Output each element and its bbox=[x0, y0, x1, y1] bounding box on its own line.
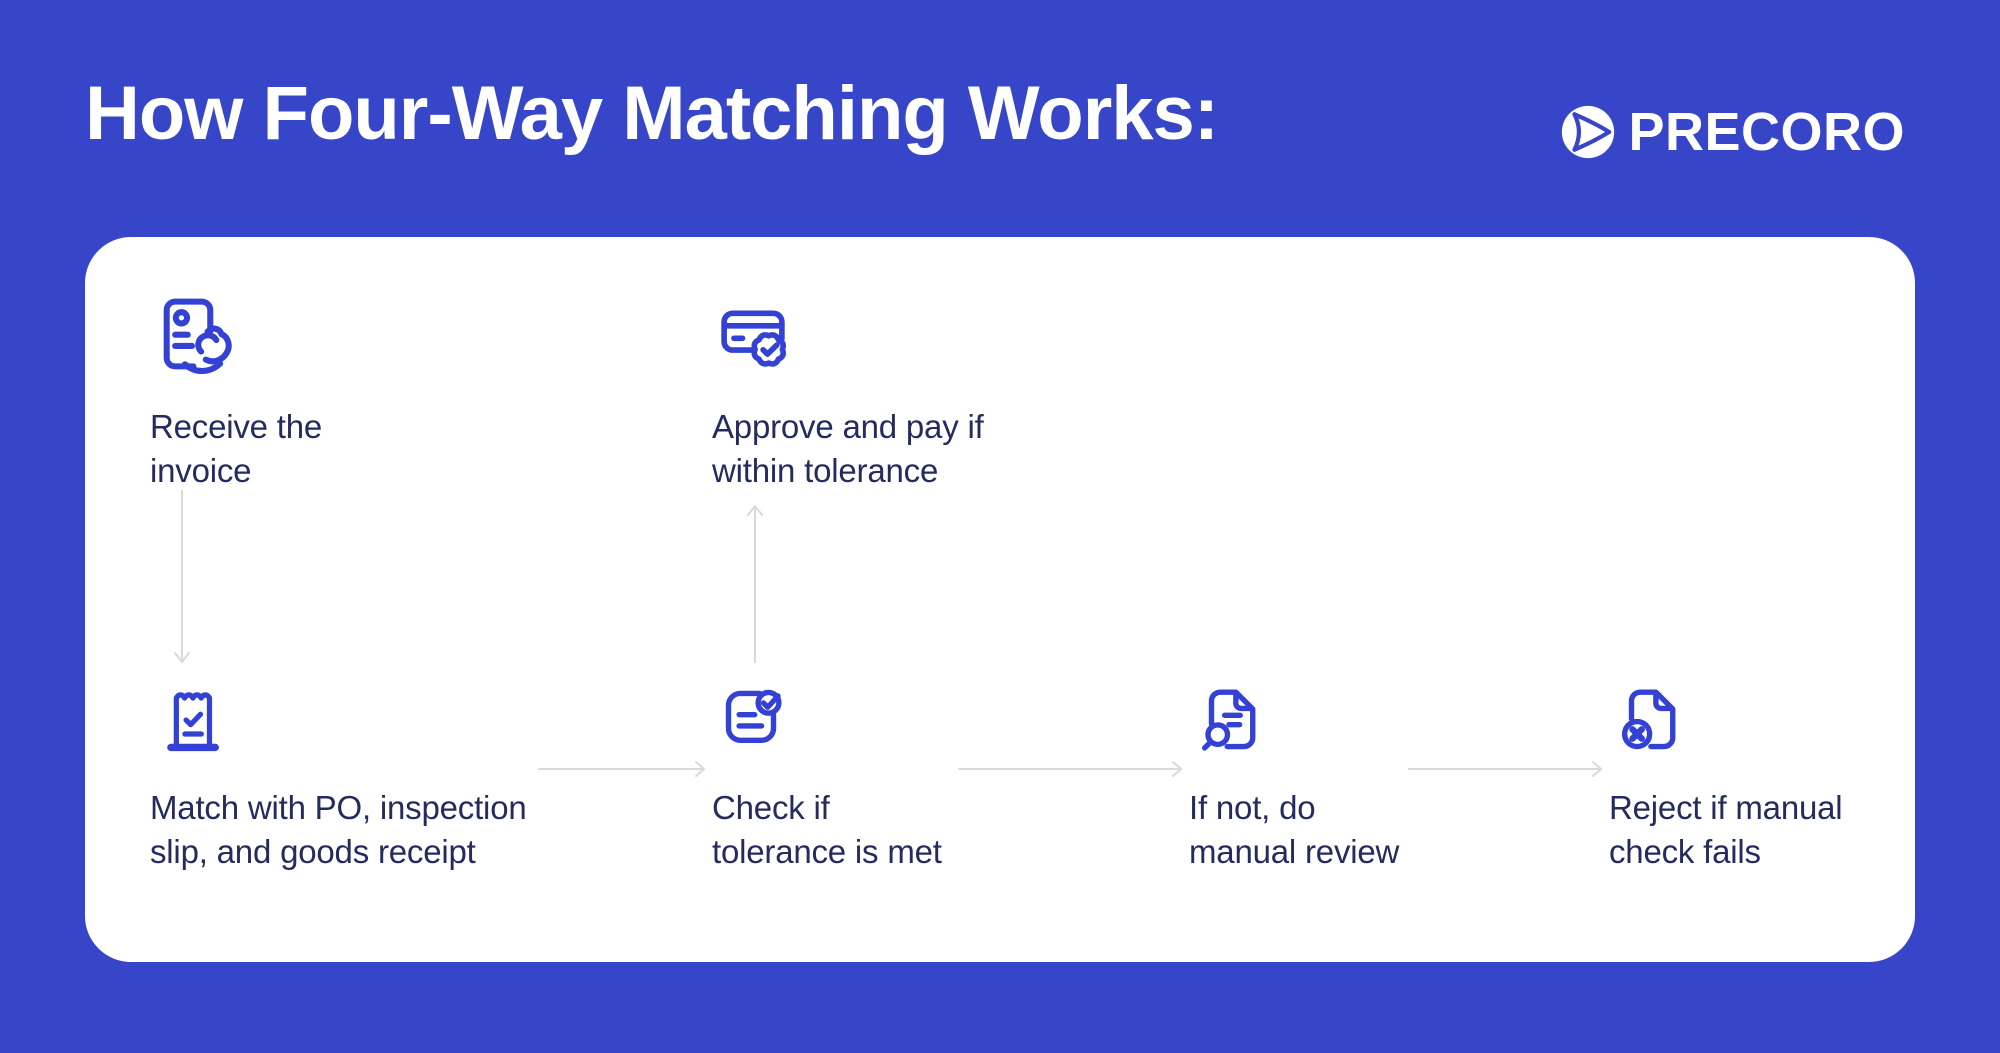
document-x-icon bbox=[1621, 689, 1676, 750]
step-label-line: invoice bbox=[150, 452, 252, 489]
step-label-line: If not, do bbox=[1189, 789, 1316, 826]
precoro-logo-text: PRECORO bbox=[1628, 102, 1905, 162]
step-label-reject: Reject if manual check fails bbox=[1609, 786, 1843, 874]
step-label-line: Reject if manual bbox=[1609, 789, 1843, 826]
flow-arrow-check-to-approve bbox=[747, 505, 763, 663]
step-label-line: check fails bbox=[1609, 833, 1761, 870]
step-label-manual-review: If not, do manual review bbox=[1189, 786, 1399, 874]
document-check-icon bbox=[725, 689, 782, 743]
step-label-match-documents: Match with PO, inspection slip, and good… bbox=[150, 786, 527, 874]
step-label-receive-invoice: Receive the invoice bbox=[150, 405, 322, 493]
step-label-line: Match with PO, inspection bbox=[150, 789, 527, 826]
precoro-logo: PRECORO bbox=[1561, 101, 1905, 163]
flow-arrow-receive-to-match bbox=[174, 490, 190, 663]
flow-card: Receive the invoice Approve and pay if w… bbox=[85, 237, 1915, 962]
step-label-line: slip, and goods receipt bbox=[150, 833, 476, 870]
flow-arrow-match-to-check bbox=[538, 761, 705, 777]
flow-arrow-review-to-reject bbox=[1408, 761, 1602, 777]
card-check-icon bbox=[721, 310, 787, 367]
flow-arrow-check-to-review bbox=[958, 761, 1182, 777]
step-label-line: tolerance is met bbox=[712, 833, 942, 870]
step-label-line: Receive the bbox=[150, 408, 323, 445]
page-title: How Four-Way Matching Works: bbox=[85, 71, 1219, 156]
step-label-line: Approve and pay if bbox=[712, 408, 984, 445]
receipt-check-icon bbox=[167, 692, 219, 752]
invoice-hand-icon bbox=[163, 298, 232, 375]
step-label-line: within tolerance bbox=[712, 452, 939, 489]
step-label-check-tolerance: Check if tolerance is met bbox=[712, 786, 942, 874]
step-label-approve-pay: Approve and pay if within tolerance bbox=[712, 405, 984, 493]
step-label-line: Check if bbox=[712, 789, 830, 826]
step-label-line: manual review bbox=[1189, 833, 1400, 870]
precoro-logo-icon bbox=[1562, 105, 1615, 159]
document-search-icon bbox=[1201, 689, 1256, 751]
